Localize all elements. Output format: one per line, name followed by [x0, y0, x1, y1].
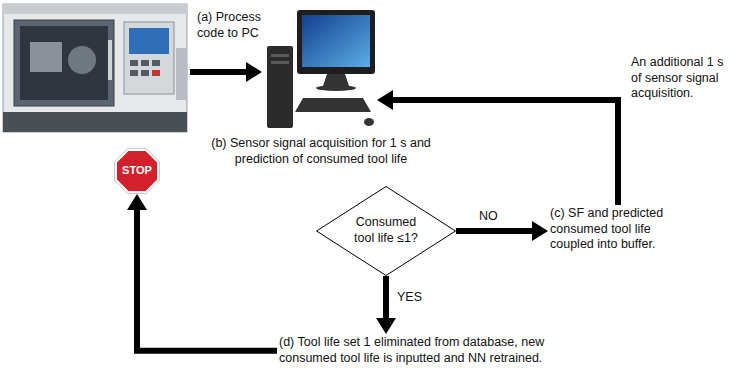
edge-label: NO [478, 209, 499, 225]
stop-face [116, 150, 158, 192]
step-label: (a) Process code to PC [196, 10, 268, 41]
node-text: STOP [122, 164, 152, 178]
node-text: (d) Tool life set 1 eliminated from data… [279, 335, 585, 366]
flow-arrow [383, 276, 389, 318]
flow-arrow [456, 228, 532, 234]
diamond-shape [317, 187, 456, 276]
diamond-text-box: Consumed tool life ≤1? [345, 215, 427, 246]
monitor-base [316, 85, 356, 91]
tower-slot [271, 61, 289, 64]
process-step: (c) SF and predicted consumed tool life … [548, 205, 688, 254]
cnc-machine-illustration [0, 0, 192, 140]
machine-turret [68, 46, 96, 74]
flow-arrow [137, 210, 277, 351]
machine-base [3, 112, 187, 132]
monitor-frame [297, 10, 375, 74]
door-handle [108, 40, 112, 80]
process-step: (d) Tool life set 1 eliminated from data… [277, 334, 587, 367]
flow-arrow [393, 100, 618, 205]
node-text: (c) SF and predicted consumed tool life … [550, 206, 686, 253]
monitor-stand [323, 74, 349, 86]
panel-button [141, 70, 149, 76]
control-screen [129, 28, 169, 54]
panel-button [141, 60, 149, 66]
computer-node: (b) Sensor signal acquisition for 1 s an… [265, 8, 377, 133]
control-panel [124, 22, 174, 94]
panel-button [152, 70, 160, 76]
stop-sign: STOP [114, 148, 160, 194]
edge-label: YES [396, 290, 423, 306]
process-code-arrow [190, 69, 246, 75]
node-caption: (b) Sensor signal acquisition for 1 s an… [211, 136, 431, 167]
panel-button [130, 70, 138, 76]
monitor-screen [302, 15, 370, 67]
keyboard [295, 98, 371, 112]
machine-side [176, 48, 187, 100]
node-text: (b) Sensor signal acquisition for 1 s an… [211, 136, 431, 167]
edge-label: An additional 1 s of sensor signal acqui… [630, 55, 736, 102]
node-text: Consumed tool life ≤1? [345, 215, 427, 246]
panel-button [130, 60, 138, 66]
decision-diamond: Consumed tool life ≤1? [316, 186, 456, 276]
panel-button [152, 60, 160, 66]
machine-top [3, 4, 187, 14]
pc-tower [267, 46, 293, 128]
machine-door [14, 20, 114, 106]
computer-illustration [265, 8, 377, 133]
stop-rim [115, 149, 160, 194]
machine-chuck [30, 42, 62, 72]
machine-body [3, 4, 187, 132]
tower-slot [271, 54, 289, 57]
machine-window [20, 26, 108, 100]
mouse [364, 118, 374, 126]
